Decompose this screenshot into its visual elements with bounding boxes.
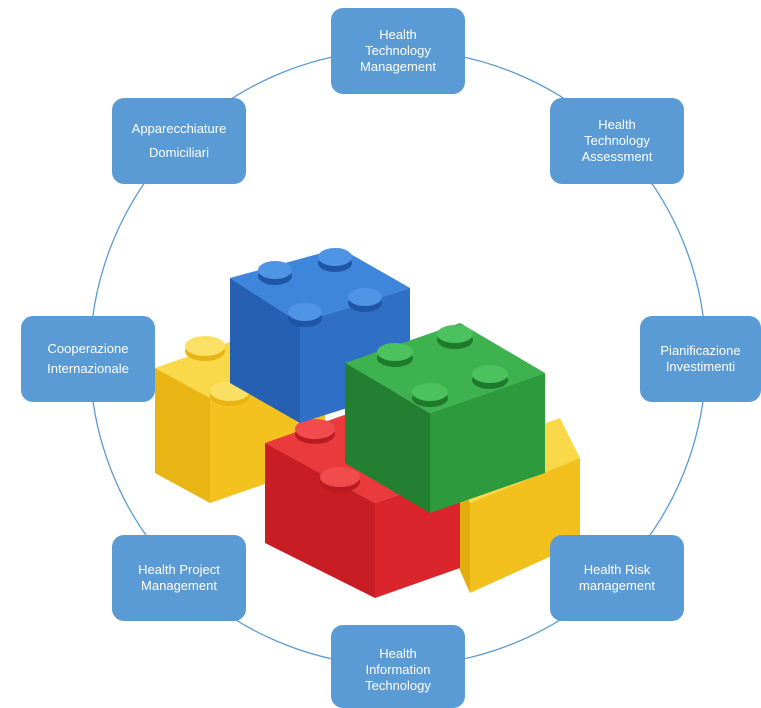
lego-bricks-image <box>155 248 580 598</box>
node-health-technology-management: Health Technology Management <box>331 8 465 94</box>
node-apparecchiature-domiciliari: Apparecchiature Domiciliari <box>112 98 246 184</box>
node-pianificazione-investimenti: Pianificazione Investimenti <box>640 316 761 402</box>
node-health-project-management: Health Project Management <box>112 535 246 621</box>
node-health-risk-management: Health Risk management <box>550 535 684 621</box>
blue-brick <box>230 248 410 423</box>
green-brick <box>345 323 545 513</box>
node-cooperazione-internazionale: Cooperazione Internazionale <box>21 316 155 402</box>
node-health-technology-assessment: Health Technology Assessment <box>550 98 684 184</box>
node-health-information-technology: Health Information Technology <box>331 625 465 708</box>
